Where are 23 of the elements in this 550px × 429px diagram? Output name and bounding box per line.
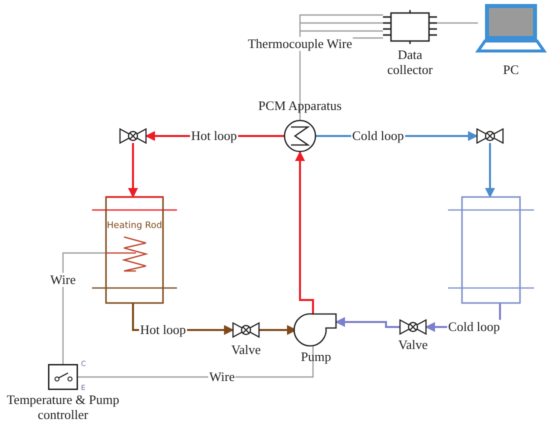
edge-label: Wire [208,370,236,384]
wire-line [62,252,106,364]
node-label: Valve [231,343,261,358]
node-label: PCM Apparatus [258,99,342,114]
node-label: Temperature & Pump controller [6,393,120,423]
wire-line [437,22,478,24]
edge-label: Wire [49,272,77,288]
node-label: Pump [300,350,332,365]
edge-label: Hot loop [190,128,238,144]
wire-line [78,346,314,378]
component-label: Heating Rod [106,221,163,232]
wire-line [299,14,383,120]
node-label: Data collector [386,48,434,78]
pipe-arrow [128,143,138,198]
edge-label: Cold loop [447,320,501,334]
pipe-arrow [335,317,400,328]
edge-label: Thermocouple Wire [246,36,354,52]
node-label: Valve [398,338,428,353]
node-label: PC [503,63,519,78]
pipe-arrow [295,151,314,314]
edge-label: Hot loop [139,322,187,338]
edge-label: Cold loop [351,128,405,144]
pipe-arrow [485,143,495,198]
